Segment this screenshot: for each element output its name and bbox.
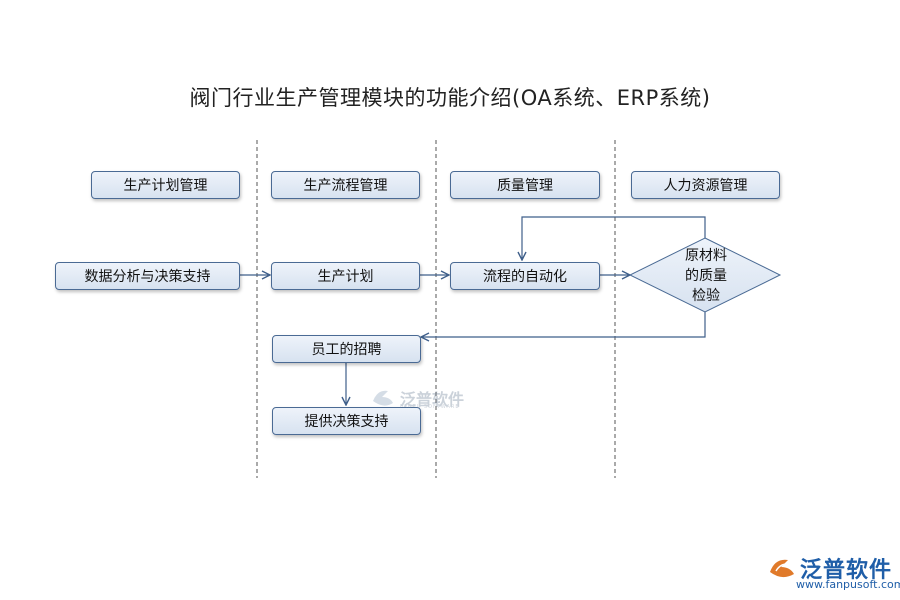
watermark-logo-icon bbox=[373, 390, 393, 406]
column-header-production-plan-mgmt: 生产计划管理 bbox=[91, 171, 240, 199]
arrow-check-feedback bbox=[522, 216, 706, 260]
watermark-text: 泛普软件 bbox=[400, 390, 465, 409]
brand-url: www.fanpusoft.com bbox=[796, 578, 900, 591]
node-raw-material-check: 原材料 的质量 检验 bbox=[668, 246, 744, 306]
diamond-label-line: 的质量 bbox=[685, 268, 727, 284]
node-data-analysis: 数据分析与决策支持 bbox=[55, 262, 240, 290]
column-header-quality-mgmt: 质量管理 bbox=[450, 171, 600, 199]
watermark-sub: FANPU SOFTWARE bbox=[400, 404, 460, 410]
node-staff-recruitment: 员工的招聘 bbox=[272, 335, 421, 363]
brand-logo-text: 泛普软件 bbox=[800, 558, 893, 583]
brand-logo: 泛普软件 bbox=[768, 552, 892, 584]
node-process-automation: 流程的自动化 bbox=[450, 262, 600, 290]
node-production-plan: 生产计划 bbox=[271, 262, 420, 290]
diamond-label-line: 检验 bbox=[692, 288, 720, 304]
arrow-check-to-recruitment bbox=[421, 312, 706, 337]
watermark: 泛普软件 FANPU SOFTWARE bbox=[370, 386, 464, 410]
page-title: 阀门行业生产管理模块的功能介绍(OA系统、ERP系统) bbox=[189, 86, 711, 110]
column-header-production-process-mgmt: 生产流程管理 bbox=[271, 171, 420, 199]
column-header-hr-mgmt: 人力资源管理 bbox=[631, 171, 780, 199]
node-decision-support: 提供决策支持 bbox=[272, 407, 421, 435]
brand-logo-icon bbox=[770, 559, 794, 578]
diamond-label-line: 原材料 bbox=[685, 248, 727, 264]
raw-material-check-diamond bbox=[628, 237, 782, 313]
